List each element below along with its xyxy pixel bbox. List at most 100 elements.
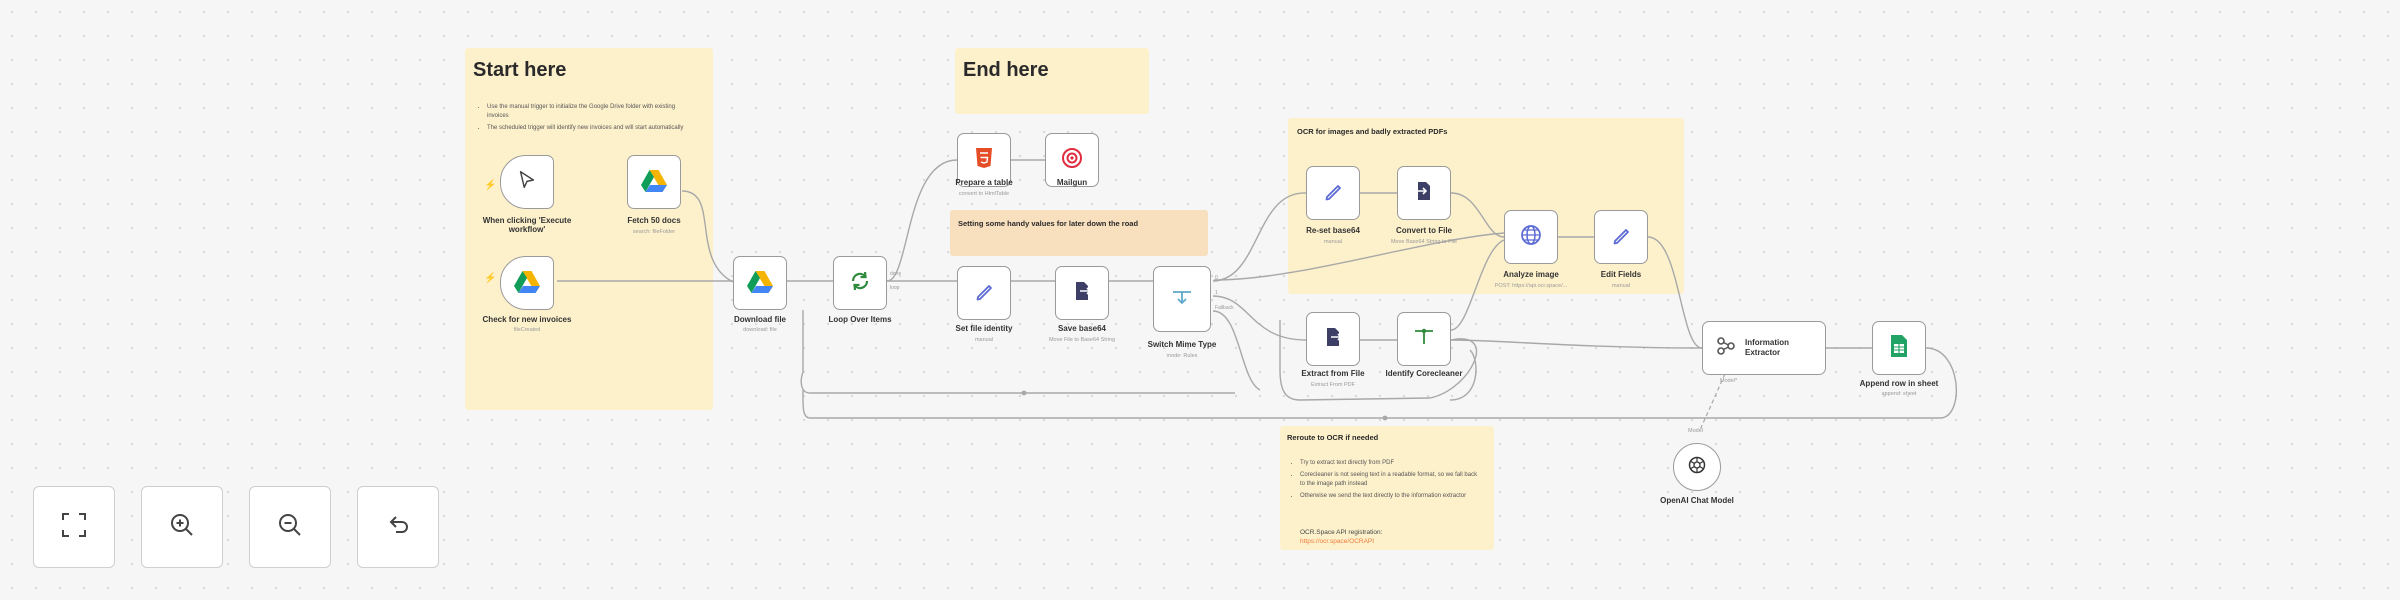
extractor-icon (1715, 335, 1737, 362)
port-label-loop: loop (890, 285, 900, 291)
node-mailgun[interactable] (1045, 133, 1099, 187)
sticky-bullet: Try to extract text directly from PDF (1300, 459, 1480, 468)
google-sheets-icon (1890, 334, 1908, 363)
node-extract-file[interactable] (1306, 312, 1360, 366)
node-label: Extract from File (1301, 369, 1365, 378)
google-drive-icon (641, 168, 667, 197)
node-append-sheet[interactable] (1872, 321, 1926, 375)
fit-view-button[interactable] (33, 486, 115, 568)
node-check-invoices[interactable] (500, 256, 554, 310)
openai-icon (1686, 454, 1708, 481)
node-subtitle: append: sheet (1881, 391, 1917, 397)
google-drive-icon (514, 269, 540, 298)
node-prepare-table[interactable] (957, 133, 1011, 187)
node-label: Download file (734, 315, 786, 324)
node-manual-trigger[interactable] (500, 155, 554, 209)
node-label: Set file identity (955, 324, 1013, 333)
ocr-registration-link[interactable]: https://ocr.space/OCRAPI (1300, 538, 1375, 545)
node-label: Convert to File (1395, 226, 1452, 235)
node-subtitle: Extract From PDF (1310, 382, 1355, 388)
node-switch-mime[interactable] (1153, 266, 1211, 332)
node-label: Append row in sheet (1859, 379, 1939, 388)
trigger-bolt-icon: ⚡ (484, 273, 497, 284)
node-information-extractor[interactable]: Information Extractor (1702, 321, 1826, 375)
document-arrow-icon (1322, 326, 1344, 353)
node-subtitle: fileCreated (513, 327, 541, 333)
node-reset-base64[interactable] (1306, 166, 1360, 220)
document-arrow-icon (1071, 280, 1093, 307)
node-subtitle: manual (1611, 283, 1631, 289)
sticky-title: Setting some handy values for later down… (958, 219, 1139, 228)
node-analyze-image[interactable] (1504, 210, 1558, 264)
node-label: Save base64 (1057, 324, 1107, 333)
node-label: Loop Over Items (828, 315, 892, 324)
sticky-title: OCR for images and badly extracted PDFs (1297, 127, 1448, 136)
sticky-bullet: Otherwise we send the text directly to t… (1300, 492, 1480, 501)
node-subtitle: mode: Rules (1166, 353, 1198, 359)
node-label: Information Extractor (1745, 338, 1789, 357)
sticky-bullet-list: Try to extract text directly from PDF Co… (1300, 459, 1480, 504)
node-label: Identify Corecleaner (1385, 369, 1463, 378)
port-label-model: Model (1688, 428, 1703, 434)
node-label: Fetch 50 docs (627, 216, 681, 225)
google-drive-icon (747, 269, 773, 298)
sticky-title: Reroute to OCR if needed (1287, 433, 1379, 442)
zoom-in-icon (167, 510, 197, 545)
node-fetch-docs[interactable] (627, 155, 681, 209)
cursor-arrow-icon (516, 169, 538, 196)
reset-zoom-button[interactable] (357, 486, 439, 568)
document-arrow-icon (1413, 180, 1435, 207)
html5-icon (975, 147, 993, 174)
port-label-fallback: Fallback (1215, 305, 1234, 311)
mailgun-icon (1061, 147, 1083, 174)
trigger-bolt-icon: ⚡ (484, 180, 497, 191)
node-subtitle: download: file (743, 327, 777, 333)
node-subtitle: search: fileFolder (632, 229, 676, 235)
node-label: Check for new invoices (482, 315, 572, 324)
port-label-0: 0 (1215, 275, 1218, 281)
sticky-bullet: Corecleaner is not seeing text in a read… (1300, 471, 1480, 489)
node-loop-items[interactable] (833, 256, 887, 310)
node-subtitle: POST: https://api.ocr.space/... (1494, 283, 1568, 289)
node-label: Edit Fields (1600, 270, 1642, 279)
switch-icon (1170, 286, 1194, 313)
sticky-title: Start here (473, 59, 567, 81)
node-subtitle: Move Base64 String to File (1390, 239, 1458, 245)
node-convert-file[interactable] (1397, 166, 1451, 220)
node-subtitle: manual (974, 337, 994, 343)
node-subtitle: manual (1323, 239, 1343, 245)
undo-icon (383, 510, 413, 545)
node-label: Mailgun (1056, 178, 1088, 187)
zoom-in-button[interactable] (141, 486, 223, 568)
sticky-footer-label: OCR.Space API registration: (1300, 529, 1383, 536)
node-download-file[interactable] (733, 256, 787, 310)
node-subtitle: convert to HtmlTable (958, 191, 1010, 197)
pencil-icon (1322, 180, 1344, 207)
pencil-icon (973, 280, 995, 307)
node-set-file-identity[interactable] (957, 266, 1011, 320)
node-label: Analyze image (1503, 270, 1559, 279)
node-label: OpenAI Chat Model (1660, 496, 1734, 505)
port-label-done: done (890, 271, 902, 277)
node-subtitle: Move File to Base64 String (1048, 337, 1116, 343)
zoom-out-button[interactable] (249, 486, 331, 568)
port-label-1: 1 (1215, 290, 1218, 296)
fit-view-icon (59, 510, 89, 545)
sticky-bullet-list: Use the manual trigger to initialize the… (487, 103, 697, 136)
node-save-base64[interactable] (1055, 266, 1109, 320)
node-label: Switch Mime Type (1147, 340, 1217, 349)
sticky-bullet: Use the manual trigger to initialize the… (487, 103, 697, 121)
sticky-setting-values[interactable]: Setting some handy values for later down… (950, 210, 1208, 256)
node-label: When clicking 'Execute workflow' (482, 216, 572, 234)
sticky-title: End here (963, 59, 1049, 81)
globe-icon (1519, 223, 1543, 252)
pencil-icon (1610, 224, 1632, 251)
node-identify-corecleaner[interactable] (1397, 312, 1451, 366)
loop-icon (848, 269, 872, 298)
sticky-reroute[interactable]: Reroute to OCR if needed Try to extract … (1280, 426, 1494, 550)
sticky-end-here[interactable]: End here (955, 48, 1149, 114)
sticky-start-here[interactable]: Start here Use the manual trigger to ini… (465, 48, 713, 410)
node-edit-fields[interactable] (1594, 210, 1648, 264)
node-openai-model[interactable] (1673, 443, 1721, 491)
